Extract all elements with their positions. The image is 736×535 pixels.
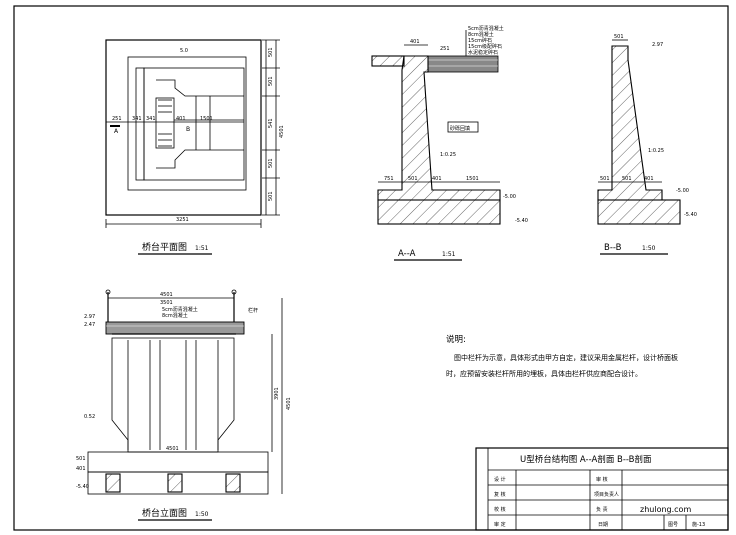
plan-dim-r4: 501 — [268, 191, 274, 201]
plan-section-a: A — [114, 128, 119, 135]
tb-r2-c0: 校 核 — [494, 506, 506, 513]
section-bb: 501 2.97 1:0.25 501 501 401 -5.00 -5.40 … — [597, 34, 697, 255]
aa-elev-base: -5.00 — [503, 194, 516, 200]
plan-outline — [105, 39, 262, 216]
plan-left-beam — [135, 67, 145, 181]
el-dim-sub: 3501 — [160, 300, 173, 306]
tb-drawing-title: U型桥台结构图 A--A剖面 B--B剖面 — [520, 454, 652, 465]
plan-dim-r3: 501 — [268, 158, 274, 168]
plan-inner-wall — [127, 56, 247, 191]
plan-dim-mid-2: 341 — [146, 116, 156, 122]
plan-dim-r1: 501 — [268, 76, 274, 86]
notes-heading: 说明: — [446, 334, 466, 345]
aa-layer-2: 15cm碎石 — [468, 37, 492, 44]
elevation-view: 4501 3501 5cm沥青混凝土 8cm混凝土 栏杆 2.97 2.47 0… — [76, 289, 292, 521]
tb-r3-c0: 审 定 — [494, 521, 506, 528]
section-aa: 401 251 5cm沥青混凝土 8cm混凝土 15cm碎石 15cm级配碎石 … — [371, 25, 528, 261]
plan-dim-mid-4: 1501 — [200, 116, 213, 122]
bb-title: B--B — [604, 243, 622, 253]
el-elev-top: 2.97 — [84, 314, 95, 320]
aa-dim-base-1: 501 — [408, 176, 418, 182]
bb-wall-body — [597, 45, 663, 201]
bb-scale: 1:50 — [642, 245, 656, 252]
notes-line-1: 时，应预留安装栏杆所用的埋板，具体由栏杆供应商配合设计。 — [446, 369, 642, 378]
tb-r1-c0: 复 核 — [494, 491, 506, 498]
bb-dim-top: 501 — [614, 34, 624, 40]
bb-elev-base: -5.00 — [676, 188, 689, 194]
aa-layer-0: 5cm沥青混凝土 — [468, 25, 504, 32]
aa-elev-bottom: -5.40 — [515, 218, 528, 224]
el-scale: 1:50 — [195, 511, 209, 518]
aa-fill-label: 砂砾回填 — [450, 125, 470, 132]
aa-scale: 1:51 — [442, 251, 456, 258]
bb-dim-base-2: 401 — [644, 176, 654, 182]
aa-footing — [377, 199, 501, 225]
aa-layer-1: 8cm混凝土 — [468, 31, 494, 38]
aa-dim-top-0: 401 — [410, 39, 420, 45]
el-title: 桥台立面图 — [142, 507, 187, 519]
bb-footing — [597, 199, 681, 225]
aa-dim-base-3: 1501 — [466, 176, 479, 182]
el-dim-right-0: 3901 — [274, 387, 280, 400]
aa-layer-4: 水泥稳定碎石 — [468, 49, 498, 56]
plan-dim-mid-0: 251 — [112, 116, 122, 122]
bb-elev-top: 2.97 — [652, 42, 663, 48]
aa-wall-body — [377, 55, 501, 201]
el-footing — [87, 451, 269, 473]
plan-scale: 1:51 — [195, 245, 209, 252]
plan-dim-r0: 501 — [268, 47, 274, 57]
plan-section-b: B — [186, 126, 190, 133]
bb-elev-bottom: -5.40 — [684, 212, 697, 218]
aa-dim-top-1: 251 — [440, 46, 450, 52]
tb-r0-c0: 设 计 — [494, 476, 506, 483]
tb-r2-c2: 负 责 — [596, 506, 608, 513]
el-dim-left-1: 401 — [76, 466, 86, 472]
tb-r1-c2: 项目负责人 — [594, 491, 619, 498]
el-dim-inner: 4501 — [166, 446, 179, 452]
aa-layer-3: 15cm级配碎石 — [468, 43, 502, 50]
aa-title: A--A — [398, 249, 416, 259]
el-elev-side: 0.52 — [84, 414, 95, 420]
plan-dim-mid-1: 341 — [132, 116, 142, 122]
aa-slope: 1:0.25 — [440, 152, 456, 158]
tb-r0-c2: 审 核 — [596, 476, 608, 483]
el-rail-label: 栏杆 — [248, 307, 258, 314]
notes-line-0: 图中栏杆为示意，具体形式由甲方自定，建议采用金属栏杆，设计桥面板 — [454, 353, 678, 362]
notes-block: 说明: 图中栏杆为示意，具体形式由甲方自定，建议采用金属栏杆，设计桥面板 时，应… — [446, 334, 678, 378]
plan-view: A B 5.0 251 341 341 401 1501 501 501 541… — [105, 39, 285, 255]
tb-r3-c5: 施-13 — [692, 521, 705, 528]
plan-title: 桥台平面图 — [142, 241, 187, 253]
watermark: zhulong.com — [640, 505, 691, 514]
el-deck — [105, 321, 245, 335]
el-abutment — [111, 337, 235, 453]
el-elev-bottom: -5.40 — [76, 484, 89, 490]
el-dim-left-0: 501 — [76, 456, 86, 462]
el-dim-top: 4501 — [160, 292, 173, 298]
plan-dim-bottom: 3251 — [176, 217, 189, 223]
aa-pavement-layers — [427, 55, 499, 73]
plan-dim-total: 4501 — [279, 125, 285, 138]
el-dim-right-1: 4501 — [286, 397, 292, 410]
bb-dim-base-1: 501 — [622, 176, 632, 182]
plan-dim-r2: 541 — [268, 118, 274, 128]
plan-top-label: 5.0 — [180, 48, 188, 54]
el-layer-1: 8cm混凝土 — [162, 312, 188, 319]
aa-dim-base-2: 401 — [432, 176, 442, 182]
tb-r3-c2: 日期 — [598, 522, 608, 528]
tb-r3-c4: 图号 — [668, 522, 678, 528]
plan-dim-mid-3: 401 — [176, 116, 186, 122]
bb-slope: 1:0.25 — [648, 148, 664, 154]
el-elev-mid: 2.47 — [84, 322, 95, 328]
aa-dim-base-0: 751 — [384, 176, 394, 182]
title-block: U型桥台结构图 A--A剖面 B--B剖面 设 计 审 核 复 核 项目负责人 … — [475, 447, 729, 531]
drawing-frame — [13, 5, 729, 531]
bb-dim-base-0: 501 — [600, 176, 610, 182]
el-layer-0: 5cm沥青混凝土 — [162, 306, 198, 313]
